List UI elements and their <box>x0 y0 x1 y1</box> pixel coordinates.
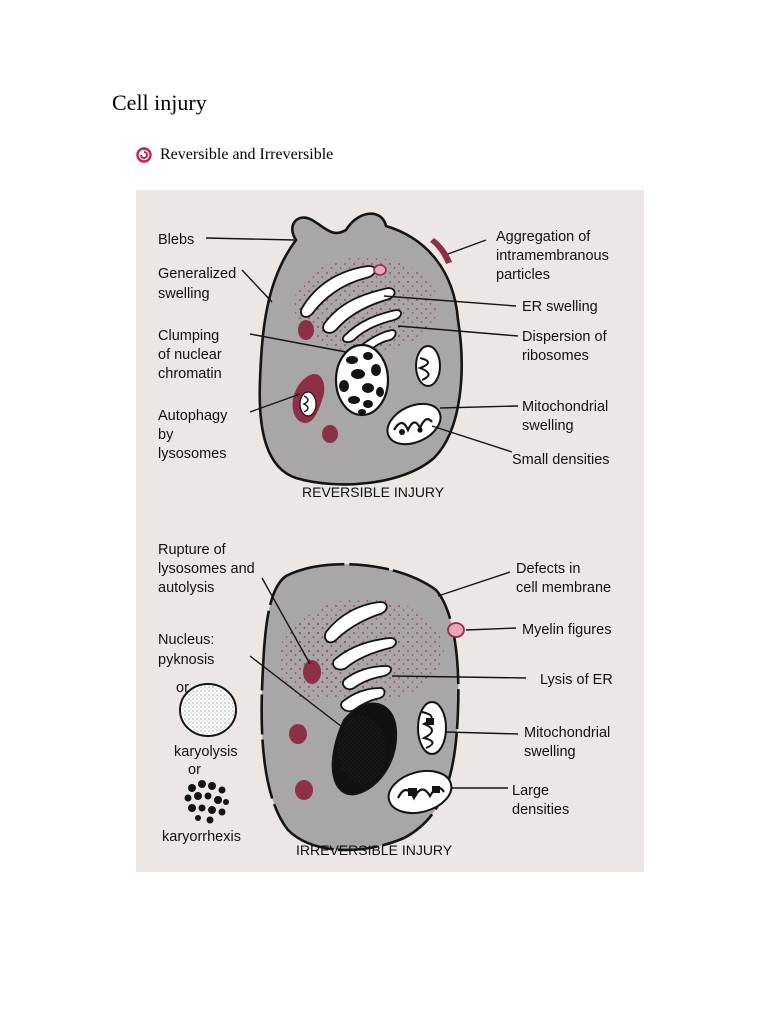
label-large-densities: densities <box>512 802 569 818</box>
lysed-er-fragment <box>332 637 397 671</box>
cell-injury-diagram: Blebs Generalized swelling Clumping of n… <box>158 212 613 858</box>
label-myelin: Myelin figures <box>522 622 611 638</box>
label-mito-swelling: Mitochondrial <box>522 399 608 415</box>
caption-irreversible: IRREVERSIBLE INJURY <box>296 842 453 858</box>
label-large-densities: Large <box>512 783 549 799</box>
label-rupture: Rupture of <box>158 542 227 558</box>
large-density <box>408 788 417 796</box>
label-blebs: Blebs <box>158 232 194 248</box>
label-aggregation: Aggregation of <box>496 229 591 245</box>
label-or: or <box>188 762 201 778</box>
irreversible-lysosome <box>289 724 307 744</box>
label-dispersion: ribosomes <box>522 348 589 364</box>
label-er-swelling: ER swelling <box>522 299 598 315</box>
page-title: Cell injury <box>112 90 207 115</box>
reversible-mitochondrion <box>415 345 441 387</box>
label-defects: cell membrane <box>516 580 611 596</box>
clumped-chromatin <box>339 352 384 415</box>
label-mito-swelling: swelling <box>522 418 574 434</box>
label-defects: Defects in <box>516 561 580 577</box>
spiral-bullet-icon <box>136 147 152 163</box>
irreversible-lysosome <box>295 780 313 800</box>
bullet-text: Reversible and Irreversible <box>160 146 334 163</box>
lysed-er-fragment <box>340 687 386 713</box>
label-aggregation: intramembranous <box>496 248 609 264</box>
label-rupture: autolysis <box>158 580 214 596</box>
cell-injury-figure: Blebs Generalized swelling Clumping of n… <box>136 190 644 872</box>
label-mito-swelling-irr: Mitochondrial <box>524 725 610 741</box>
lysed-er-fragment <box>342 665 392 691</box>
label-autophagy: lysosomes <box>158 446 227 462</box>
reversible-particle-aggregate <box>373 264 387 276</box>
membrane-particle-aggregate <box>430 238 452 264</box>
pyknotic-nucleus-dots <box>338 716 386 784</box>
label-karyolysis: karyolysis <box>174 744 238 760</box>
reversible-er-swelling <box>300 265 377 318</box>
label-generalized-swelling: swelling <box>158 286 210 302</box>
reversible-nucleus <box>334 343 390 417</box>
label-clumping: chromatin <box>158 366 222 382</box>
autophagic-vacuole-inner <box>299 391 317 417</box>
label-karyorrhexis: karyorrhexis <box>162 829 241 845</box>
label-clumping: Clumping <box>158 328 219 344</box>
caption-reversible: REVERSIBLE INJURY <box>302 484 445 500</box>
bullet-item: Reversible and Irreversible <box>136 146 333 164</box>
small-density <box>399 429 405 435</box>
label-mito-swelling-irr: swelling <box>524 744 576 760</box>
large-density <box>426 718 434 725</box>
ruptured-lysosome <box>303 660 321 684</box>
label-clumping: of nuclear <box>158 347 222 363</box>
label-pyknosis: pyknosis <box>158 652 214 668</box>
small-density <box>417 427 423 433</box>
karyorrhexis-fragments <box>184 780 229 824</box>
label-small-densities: Small densities <box>512 452 610 468</box>
label-autophagy: by <box>158 427 174 443</box>
label-aggregation: particles <box>496 267 550 283</box>
irreversible-leader-lines <box>249 571 527 789</box>
label-lysis-er: Lysis of ER <box>540 672 613 688</box>
lysed-er-fragment <box>324 601 388 644</box>
reversible-er-swelling <box>342 309 402 343</box>
reversible-leader-lines <box>205 237 519 453</box>
label-dispersion: Dispersion of <box>522 329 608 345</box>
label-rupture: lysosomes and <box>158 561 255 577</box>
reversible-lysosome <box>322 425 338 443</box>
reversible-er-swelling <box>322 287 396 334</box>
large-density <box>432 786 440 793</box>
label-generalized-swelling: Generalized <box>158 266 236 282</box>
reversible-lysosome <box>298 320 314 340</box>
label-nucleus: Nucleus: <box>158 632 214 648</box>
label-or: or <box>176 680 189 696</box>
reversible-cell <box>258 212 463 486</box>
myelin-figure <box>447 622 465 638</box>
irreversible-mitochondrion <box>387 769 453 815</box>
label-autophagy: Autophagy <box>158 408 228 424</box>
irreversible-cell <box>260 562 465 852</box>
